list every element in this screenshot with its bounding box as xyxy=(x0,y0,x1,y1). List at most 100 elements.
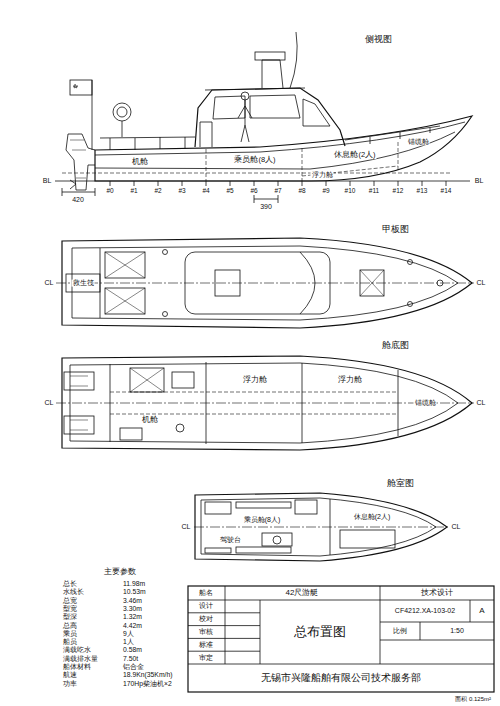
bulkhead xyxy=(206,142,398,181)
table-cell: 7.50t xyxy=(122,655,139,662)
title-block-text: 标准 xyxy=(198,641,214,648)
title-block-text: 校对 xyxy=(198,616,214,623)
bench xyxy=(236,547,291,553)
cleat xyxy=(408,260,413,265)
roof-line xyxy=(205,88,305,90)
table-cell: 船员 xyxy=(62,639,78,646)
outboard-engine xyxy=(66,134,95,190)
person xyxy=(238,100,252,142)
title-grid xyxy=(188,586,494,664)
cleat xyxy=(408,302,413,307)
table-cell: 18.9Kn(35Km/h) xyxy=(122,672,174,679)
frame-number: #9 xyxy=(321,188,330,195)
table-title: 主要参数 xyxy=(103,568,137,576)
fuel-tank xyxy=(130,368,164,392)
frame-number: #12 xyxy=(392,188,405,195)
frame-number: #0 xyxy=(105,188,114,195)
anchor-winch xyxy=(437,280,443,286)
title-block-text: 审核 xyxy=(198,628,214,635)
frame-number: #7 xyxy=(273,188,282,195)
cabin-view xyxy=(194,493,448,561)
frame-number: #3 xyxy=(177,188,186,195)
frame-number: #8 xyxy=(297,188,306,195)
compartment-label: 休息舱(2人) xyxy=(333,151,376,159)
view-title: 甲板图 xyxy=(381,225,410,234)
frame-tick xyxy=(230,181,231,186)
compartment-label: 浮力舱 xyxy=(337,376,363,384)
bow-hatch xyxy=(360,270,384,296)
table-cell: 总宽 xyxy=(62,597,78,604)
frame-tick xyxy=(254,181,255,186)
stern-rail xyxy=(100,137,195,150)
compartment-label: 驾驶台 xyxy=(219,536,242,543)
title-block-text: 42尺游艇 xyxy=(285,589,320,597)
seat xyxy=(205,502,231,514)
table-cell: 满载吃水 xyxy=(62,647,92,654)
compartment-label: 浮力舱 xyxy=(311,171,334,178)
frame-tick xyxy=(110,181,111,186)
berth xyxy=(340,530,395,548)
dimension-line xyxy=(62,188,278,203)
centerline-label: CL xyxy=(44,399,55,406)
frame-number: #14 xyxy=(440,188,453,195)
hatch xyxy=(105,252,145,278)
table-cell: 总高 xyxy=(62,622,78,629)
table-cell: 10.53m xyxy=(122,589,147,596)
frame-tick xyxy=(206,181,207,186)
table-cell: 11.98m xyxy=(122,580,146,587)
hull-profile xyxy=(95,116,472,181)
baseline-label: BL xyxy=(474,177,485,184)
outboard-engine xyxy=(64,372,94,390)
compartment-label: 机舱 xyxy=(141,416,159,424)
table-cell: 4.42m xyxy=(122,622,143,629)
frame-ticks xyxy=(110,181,446,186)
fuel-tank xyxy=(130,368,164,392)
compartment-label: 乘员舱(8人) xyxy=(243,516,282,523)
centerline xyxy=(56,283,474,284)
bench xyxy=(236,502,291,508)
centerline-label: CL xyxy=(44,279,55,286)
deck-view xyxy=(56,238,474,328)
table-cell: 总长 xyxy=(62,580,78,587)
seat xyxy=(205,548,231,553)
title-block-text: 设计 xyxy=(198,603,214,610)
table-cell: 170Hp柴油机×2 xyxy=(122,680,173,687)
drawing-number: CF4212.XA-103-02 xyxy=(394,607,456,614)
superstructure xyxy=(195,88,345,147)
centerline-label: CL xyxy=(476,279,487,286)
lifebuoy-post xyxy=(122,121,123,137)
compartment-label: 浮力舱 xyxy=(242,376,268,384)
frame-number: #5 xyxy=(225,188,234,195)
dimension: 420 xyxy=(71,196,85,203)
title-block-text: 比例 xyxy=(392,627,408,634)
title-block xyxy=(188,586,494,692)
compartment-label: 机舱 xyxy=(131,158,149,166)
person xyxy=(241,92,249,100)
radar xyxy=(255,52,285,60)
helm xyxy=(273,536,281,544)
frame-tick xyxy=(302,181,303,186)
table-cell: 航速 xyxy=(62,672,78,679)
engine-detail xyxy=(70,376,88,430)
company-name: 无锡市兴隆船舶有限公司技术服务部 xyxy=(260,673,422,684)
view-title: 舱底图 xyxy=(381,341,410,350)
frame-tick xyxy=(446,181,447,186)
part-label: 救生筏 xyxy=(72,280,95,287)
bow-hatch xyxy=(360,270,384,296)
frame-number: #6 xyxy=(249,188,258,195)
table-cell: 型深 xyxy=(62,614,78,621)
frame-tick xyxy=(350,181,351,186)
keel-strake xyxy=(110,392,398,414)
centerline xyxy=(56,403,474,404)
compartment-label: 锚缆舱 xyxy=(407,138,430,145)
table-cell: 满载排水量 xyxy=(62,655,99,662)
outboard-engine xyxy=(64,416,94,434)
baseline xyxy=(55,181,470,182)
flag xyxy=(73,84,78,88)
title-block-text: 1:50 xyxy=(449,627,465,634)
frame-number: #10 xyxy=(344,188,357,195)
outboard-engine xyxy=(70,140,86,178)
table-cell: 水线长 xyxy=(62,589,85,596)
frame-number: #13 xyxy=(416,188,429,195)
rub-rail xyxy=(95,122,465,155)
